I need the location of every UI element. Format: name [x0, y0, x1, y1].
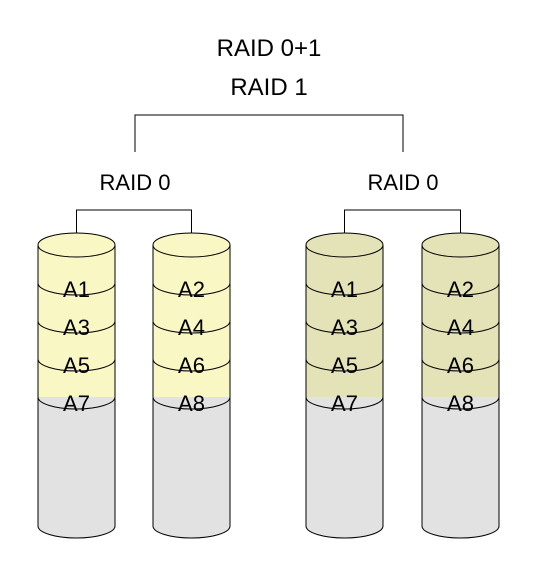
disk-top [37, 232, 116, 258]
data-block-label: A6 [447, 353, 474, 378]
disk-outline [305, 245, 384, 539]
data-block-label: A7 [331, 391, 358, 416]
block-divider [305, 358, 384, 372]
raid-0-connector [344, 209, 461, 247]
block-divider [37, 396, 116, 410]
disk-empty-space [422, 397, 499, 538]
block-divider [152, 358, 231, 372]
raid-1-connector [134, 114, 404, 152]
data-block-label: A2 [178, 277, 205, 302]
data-block-label: A1 [331, 277, 358, 302]
disk-used-space [153, 245, 230, 397]
raid-0-label: RAID 0 [100, 170, 171, 195]
disk-empty-space [38, 397, 116, 538]
title-raid-1: RAID 1 [230, 74, 307, 101]
data-block-label: A5 [331, 353, 358, 378]
data-block-label: A2 [447, 277, 474, 302]
block-divider [421, 396, 500, 410]
block-divider [305, 282, 384, 296]
disk-used-space [38, 245, 115, 397]
disk-used-space [422, 245, 499, 397]
disk-outline [152, 245, 231, 539]
data-block-label: A8 [178, 391, 205, 416]
disk-outline [421, 245, 500, 539]
title-raid-0-1: RAID 0+1 [217, 35, 322, 62]
disk-empty-space [306, 397, 383, 538]
data-block-label: A8 [447, 391, 474, 416]
data-block-label: A5 [63, 353, 90, 378]
block-divider [37, 358, 116, 372]
block-divider [152, 282, 231, 296]
block-divider [305, 320, 384, 334]
block-divider [421, 282, 500, 296]
disk-outline [37, 245, 116, 539]
block-divider [152, 396, 231, 410]
raid-0-connector [76, 209, 192, 247]
disk-top [305, 232, 384, 258]
raid-0-label: RAID 0 [368, 170, 439, 195]
disk-used-space [306, 245, 383, 397]
block-divider [152, 320, 231, 334]
block-divider [37, 282, 116, 296]
data-block-label: A6 [178, 353, 205, 378]
data-block-label: A4 [178, 315, 205, 340]
disk-top [152, 232, 231, 258]
data-block-label: A7 [63, 391, 90, 416]
data-block-label: A3 [63, 315, 90, 340]
block-divider [305, 396, 384, 410]
block-divider [421, 320, 500, 334]
block-divider [421, 358, 500, 372]
data-block-label: A3 [331, 315, 358, 340]
data-block-label: A4 [447, 315, 474, 340]
disk-empty-space [153, 397, 230, 538]
data-block-label: A1 [63, 277, 90, 302]
disk-top [421, 232, 500, 258]
block-divider [37, 320, 116, 334]
